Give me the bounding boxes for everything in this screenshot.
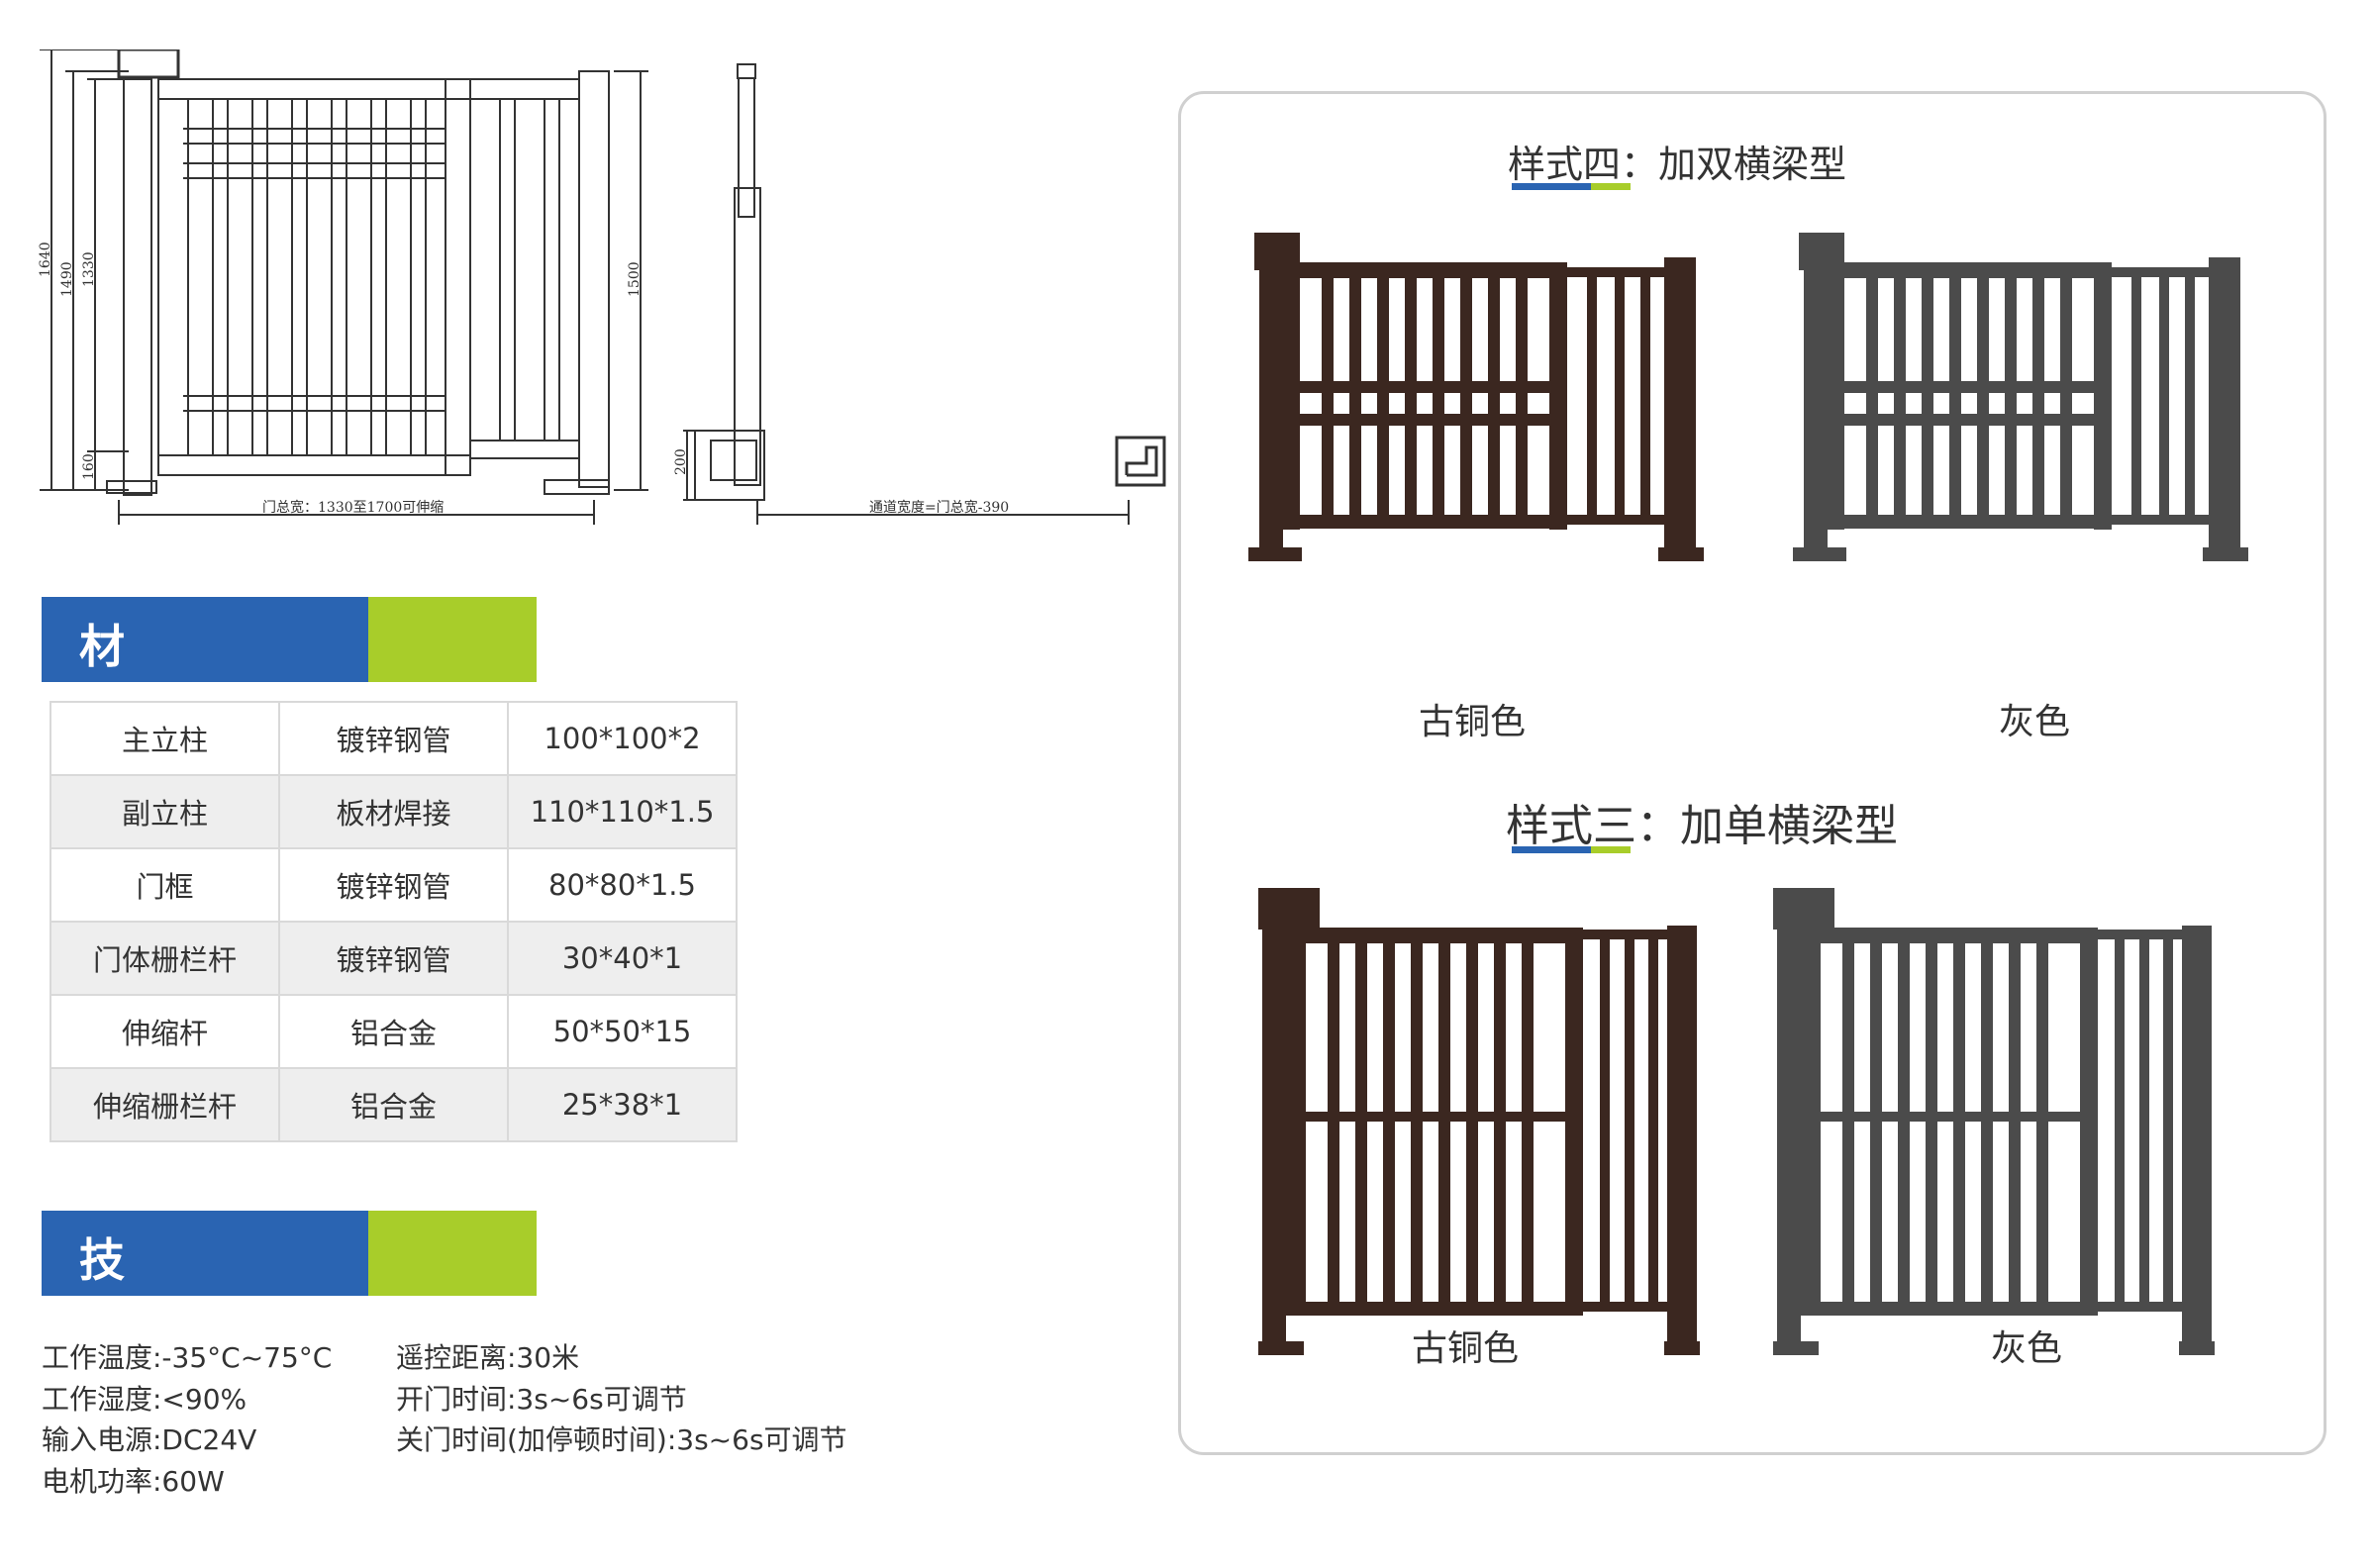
style3-title: 样式三：加单横梁型 xyxy=(1506,801,1898,851)
style4-bronze-gate xyxy=(1248,233,1704,561)
table-row: 副立柱 板材焊接 110*110*1.5 xyxy=(50,774,738,849)
style4-gray-gate xyxy=(1793,233,2248,561)
style4-underline-green xyxy=(1591,183,1631,190)
tech-param-close-time: 关门时间(加停顿时间):3s~6s可调节 xyxy=(396,1423,847,1456)
header-green-block xyxy=(368,597,537,682)
table-row: 主立柱 镀锌钢管 100*100*2 xyxy=(50,701,738,776)
cell-size: 100*100*2 xyxy=(507,701,738,776)
header-blue-block xyxy=(42,597,368,682)
dim-200: 200 xyxy=(673,448,689,475)
technical-drawing: 1640 1490 1330 160 1500 200 门总宽：1330至170… xyxy=(38,49,1166,525)
style4-title: 样式四：加双横梁型 xyxy=(1508,143,1847,186)
cell-material: 镀锌钢管 xyxy=(278,921,509,996)
cell-size: 25*38*1 xyxy=(507,1067,738,1142)
style4-underline-blue xyxy=(1512,183,1591,190)
header-green-block xyxy=(368,1211,537,1296)
cell-size: 80*80*1.5 xyxy=(507,847,738,923)
tech-param-open-time: 开门时间:3s~6s可调节 xyxy=(396,1383,687,1416)
table-row: 门体栅栏杆 镀锌钢管 30*40*1 xyxy=(50,921,738,996)
table-row: 门框 镀锌钢管 80*80*1.5 xyxy=(50,847,738,923)
style3-gray-gate xyxy=(1773,888,2215,1355)
styles-panel: 样式四：加双横梁型 xyxy=(1178,91,2326,1455)
dim-1330: 1330 xyxy=(81,251,97,287)
style3-bronze-caption: 古铜色 xyxy=(1412,1328,1520,1369)
dim-channel-width: 通道宽度=门总宽-390 xyxy=(869,499,1009,516)
cell-size: 50*50*15 xyxy=(507,994,738,1069)
style3-underline-blue xyxy=(1512,846,1591,853)
cell-material: 镀锌钢管 xyxy=(278,701,509,776)
style3-bronze-gate xyxy=(1258,888,1700,1355)
cell-material: 铝合金 xyxy=(278,994,509,1069)
tech-param-temperature: 工作温度:-35°C~75°C xyxy=(42,1341,333,1374)
table-row: 伸缩杆 铝合金 50*50*15 xyxy=(50,994,738,1069)
style4-gray-caption: 灰色 xyxy=(1999,702,2071,742)
cell-material: 铝合金 xyxy=(278,1067,509,1142)
cell-part: 伸缩栅栏杆 xyxy=(50,1067,280,1142)
cell-part: 副立柱 xyxy=(50,774,280,849)
cell-part: 主立柱 xyxy=(50,701,280,776)
tech-param-humidity: 工作湿度:<90% xyxy=(42,1383,248,1416)
cell-size: 30*40*1 xyxy=(507,921,738,996)
materials-table: 主立柱 镀锌钢管 100*100*2 副立柱 板材焊接 110*110*1.5 … xyxy=(50,701,738,1142)
style3-gray-caption: 灰色 xyxy=(1991,1328,2063,1369)
style3-underline-green xyxy=(1591,846,1631,853)
cell-size: 110*110*1.5 xyxy=(507,774,738,849)
tech-param-power: 输入电源:DC24V xyxy=(42,1423,257,1456)
tech-title: 技术参数 xyxy=(79,1233,127,1483)
tech-param-motor: 电机功率:60W xyxy=(42,1465,225,1498)
dim-1640: 1640 xyxy=(38,242,53,277)
header-blue-block xyxy=(42,1211,368,1296)
dim-1490: 1490 xyxy=(59,261,75,297)
dim-160: 160 xyxy=(81,453,97,480)
cell-material: 镀锌钢管 xyxy=(278,847,509,923)
dim-1500: 1500 xyxy=(627,261,643,297)
tech-param-remote: 遥控距离:30米 xyxy=(396,1341,580,1374)
table-row: 伸缩栅栏杆 铝合金 25*38*1 xyxy=(50,1067,738,1142)
cell-part: 伸缩杆 xyxy=(50,994,280,1069)
cell-part: 门框 xyxy=(50,847,280,923)
cell-part: 门体栅栏杆 xyxy=(50,921,280,996)
dim-total-width: 门总宽：1330至1700可伸缩 xyxy=(262,499,444,516)
style4-bronze-caption: 古铜色 xyxy=(1419,702,1527,742)
cell-material: 板材焊接 xyxy=(278,774,509,849)
